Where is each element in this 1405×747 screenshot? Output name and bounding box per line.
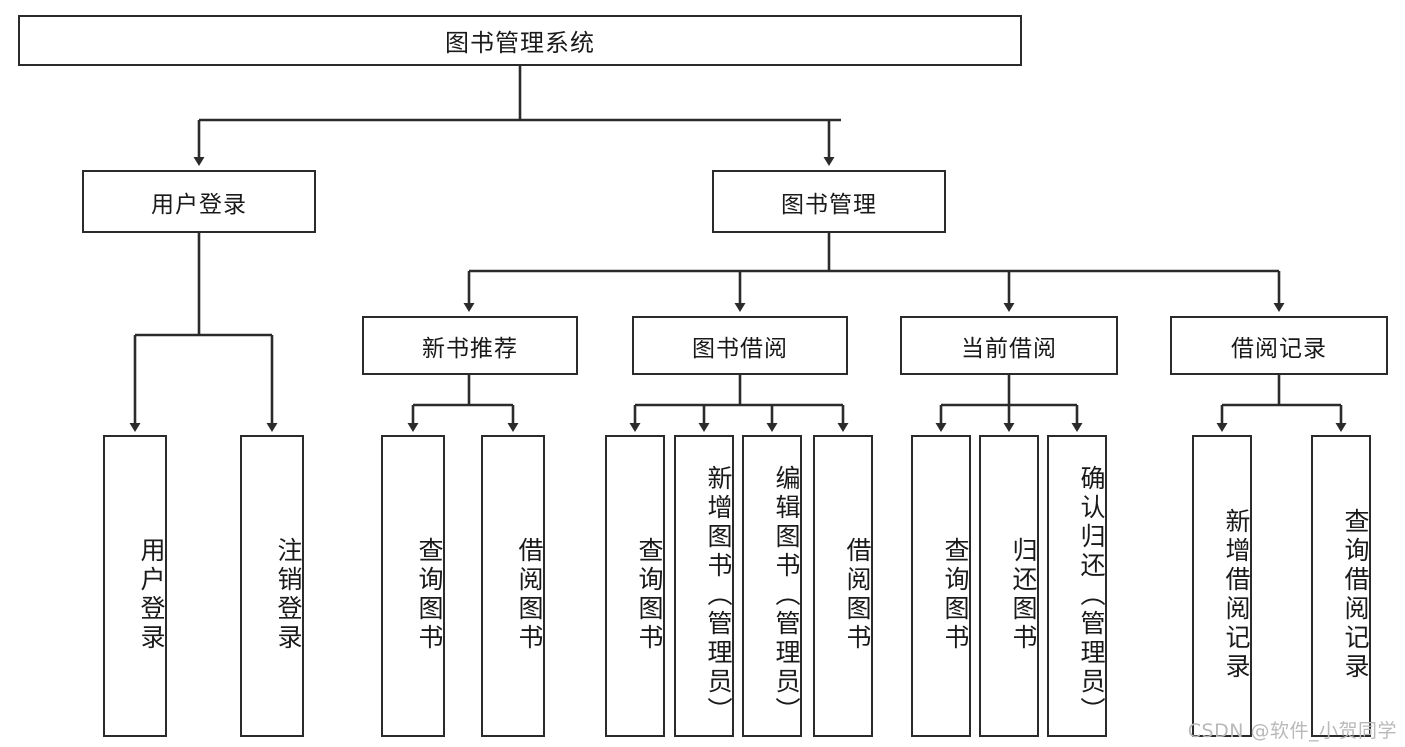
leaf-record-add[interactable]: 新增借阅记录: [1192, 435, 1252, 737]
node-label: 借阅图书: [515, 537, 543, 653]
leaf-rec-query-book[interactable]: 查询图书: [381, 435, 445, 737]
node-label: 查询图书: [415, 537, 443, 653]
node-root-图书管理系统[interactable]: 图书管理系统: [18, 15, 1022, 66]
node-new-book-rec[interactable]: 新书推荐: [362, 316, 578, 375]
node-label: 图书管理系统: [445, 30, 595, 57]
node-label: 用户登录: [137, 537, 165, 653]
node-book-borrow[interactable]: 图书借阅: [632, 316, 848, 375]
node-label: 图书借阅: [692, 334, 788, 361]
node-label: 查询图书: [635, 537, 663, 653]
node-label: 确认归还（管理员）: [1077, 464, 1105, 726]
node-user-login[interactable]: 用户登录: [82, 170, 316, 233]
leaf-borrow-add-book[interactable]: 新增图书（管理员）: [674, 435, 734, 737]
node-label: 归还图书: [1009, 537, 1037, 653]
node-book-manage[interactable]: 图书管理: [712, 170, 946, 233]
node-label: 查询图书: [941, 537, 969, 653]
node-label: 图书管理: [781, 190, 877, 217]
leaf-current-query-book[interactable]: 查询图书: [911, 435, 971, 737]
leaf-borrow-edit-book[interactable]: 编辑图书（管理员）: [742, 435, 802, 737]
leaf-rec-borrow-book[interactable]: 借阅图书: [481, 435, 545, 737]
csdn-watermark: CSDN @软件_小贺同学: [1187, 720, 1397, 742]
node-label: 新增借阅记录: [1222, 508, 1250, 682]
node-label: 查询借阅记录: [1341, 508, 1369, 682]
node-borrow-record[interactable]: 借阅记录: [1170, 316, 1388, 375]
leaf-record-query[interactable]: 查询借阅记录: [1311, 435, 1371, 737]
node-label: 新增图书（管理员）: [704, 464, 732, 726]
leaf-user-login[interactable]: 用户登录: [103, 435, 167, 737]
node-label: 当前借阅: [961, 334, 1057, 361]
node-label: 编辑图书（管理员）: [772, 464, 800, 726]
leaf-current-confirm-return[interactable]: 确认归还（管理员）: [1047, 435, 1107, 737]
node-label: 用户登录: [151, 190, 247, 217]
node-label: 新书推荐: [422, 334, 518, 361]
leaf-current-return-book[interactable]: 归还图书: [979, 435, 1039, 737]
leaf-user-logout[interactable]: 注销登录: [240, 435, 304, 737]
node-label: 借阅记录: [1231, 334, 1327, 361]
node-label: 注销登录: [274, 537, 302, 653]
leaf-borrow-query-book[interactable]: 查询图书: [605, 435, 665, 737]
node-current-borrow[interactable]: 当前借阅: [900, 316, 1118, 375]
node-label: 借阅图书: [843, 537, 871, 653]
leaf-borrow-lend-book[interactable]: 借阅图书: [813, 435, 873, 737]
